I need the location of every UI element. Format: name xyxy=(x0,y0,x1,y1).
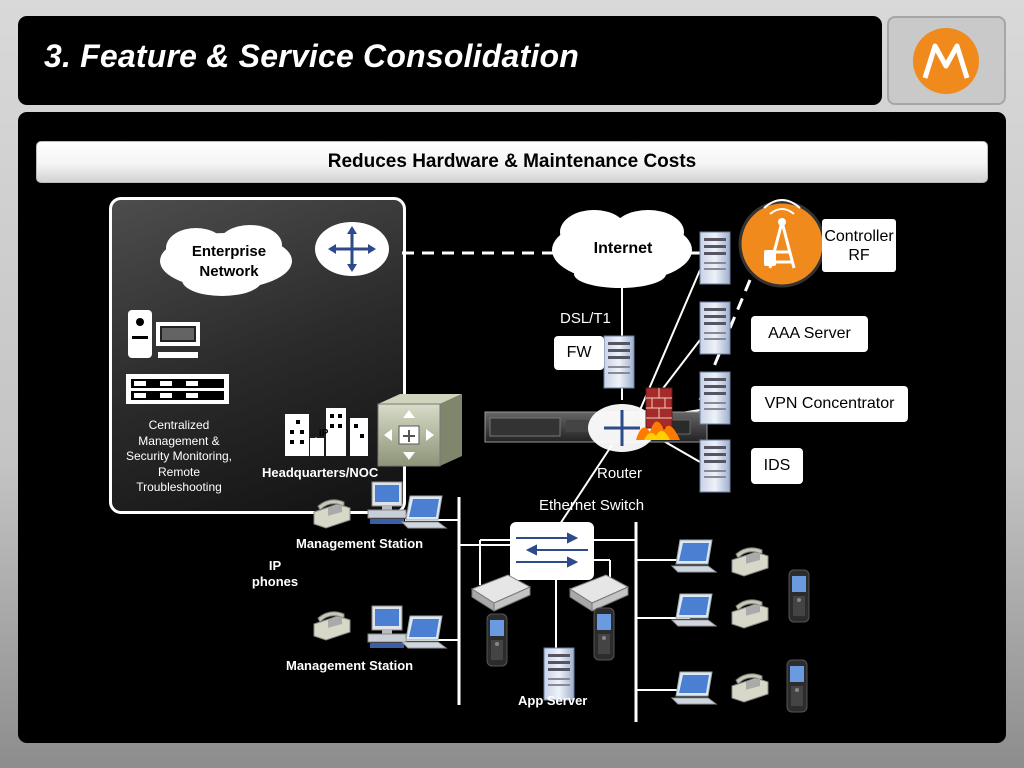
centralized-management-label: Centralized Management & Security Monito… xyxy=(116,418,242,496)
ids-label: IDS xyxy=(751,448,803,484)
management-console-icon xyxy=(126,310,229,404)
logo-box xyxy=(887,16,1006,105)
ip-phones-line2: phones xyxy=(251,574,299,589)
controller-label: Controller RF xyxy=(822,219,896,272)
headquarters-label: Headquarters/NOC xyxy=(262,465,379,480)
ethernet-switch-icon xyxy=(510,522,594,580)
management-station-label-1: Management Station xyxy=(296,536,424,551)
ethernet-switch-label: Ethernet Switch xyxy=(539,497,645,514)
title-bar xyxy=(18,16,882,105)
enterprise-network-line2: Network xyxy=(199,263,259,280)
rf-controller-icon xyxy=(738,199,826,288)
building-ip-label: IP xyxy=(319,428,329,439)
ip-phones-line1: IP xyxy=(268,558,282,573)
management-station-label-2: Management Station xyxy=(286,658,414,673)
firewall-icon xyxy=(636,387,680,440)
core-router-icon xyxy=(315,222,389,276)
enterprise-network-line1: Enterprise xyxy=(191,243,267,260)
fw-label: FW xyxy=(554,336,604,370)
dsl-label: DSL/T1 xyxy=(560,310,611,327)
centralized-line1: Centralized xyxy=(148,418,210,432)
enterprise-network-label: Enterprise Network xyxy=(182,242,276,282)
centralized-line4: Remote xyxy=(157,464,201,479)
ip-phones-label: IP phones xyxy=(240,558,310,590)
banner: Reduces Hardware & Maintenance Costs xyxy=(36,141,988,183)
slide-title: 3. Feature & Service Consolidation xyxy=(44,38,579,74)
app-server-label: App Server xyxy=(518,693,588,708)
internet-cloud-icon xyxy=(552,210,692,288)
controller-line1: Controller xyxy=(824,227,894,245)
centralized-line5: Troubleshooting xyxy=(136,480,222,494)
internet-label: Internet xyxy=(593,240,653,257)
headquarters-buildings-icon xyxy=(285,408,368,456)
switch-cube-icon xyxy=(377,394,462,467)
motorola-logo-icon xyxy=(913,28,979,94)
aaa-server-label: AAA Server xyxy=(751,316,868,352)
controller-line2: RF xyxy=(848,246,870,264)
vpn-concentrator-label: VPN Concentrator xyxy=(751,386,908,422)
centralized-line2: Management & xyxy=(138,433,220,448)
router-label: Router xyxy=(597,465,643,482)
enterprise-network-cloud-icon xyxy=(160,225,292,296)
centralized-line3: Security Monitoring, xyxy=(125,449,233,463)
